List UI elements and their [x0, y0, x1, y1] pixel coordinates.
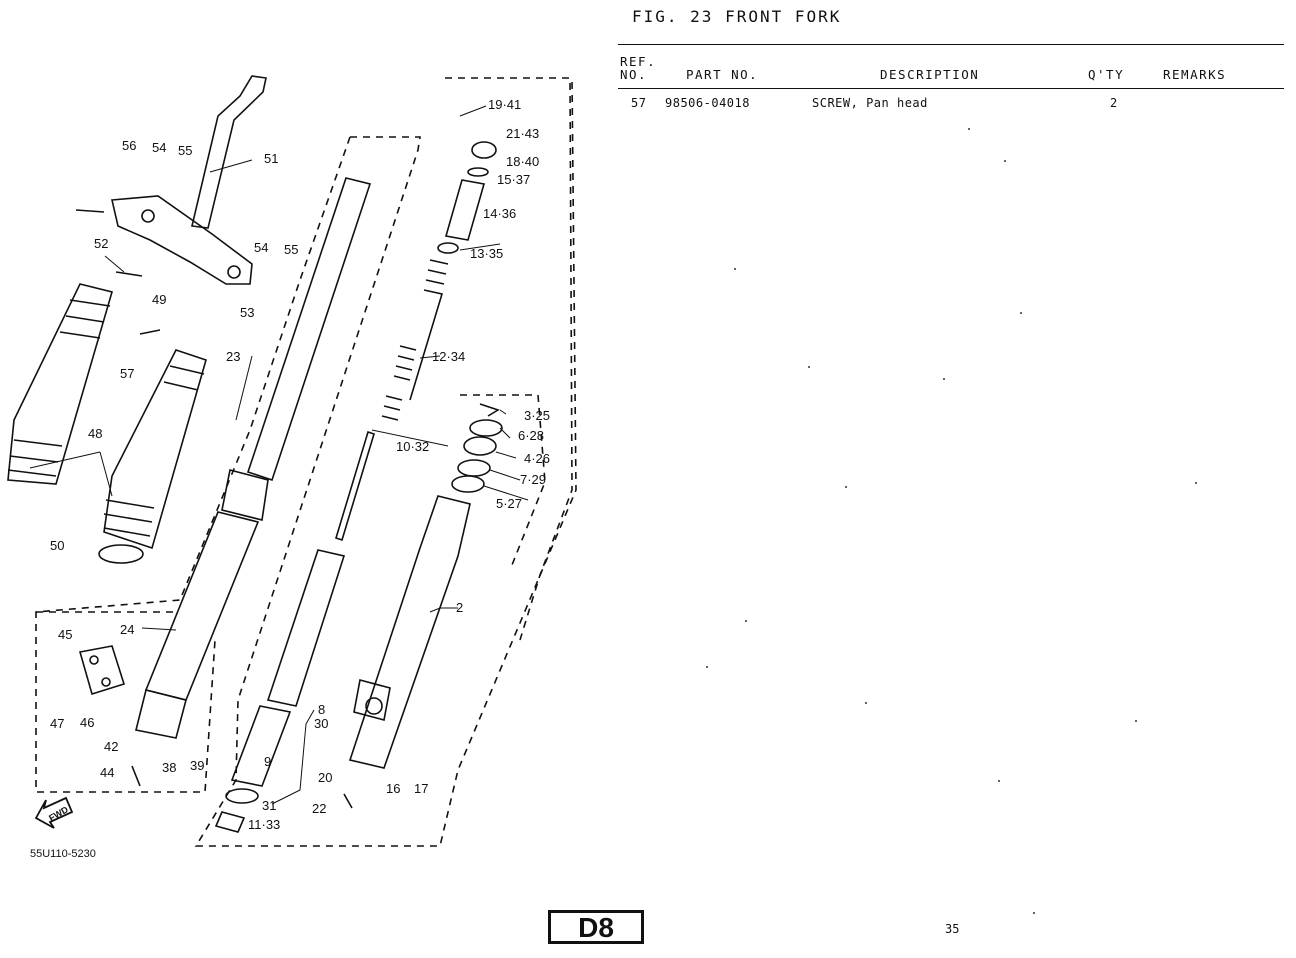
fork-spring-upper — [409, 259, 449, 401]
callout: 44 — [100, 765, 114, 780]
callout: 19·41 — [488, 97, 521, 112]
lower-inner-tube — [266, 549, 346, 707]
callout: 47 — [50, 716, 64, 731]
scan-speck — [734, 268, 736, 270]
callout: 42 — [104, 739, 118, 754]
row-description: SCREW, Pan head — [812, 96, 928, 110]
callout: 24 — [120, 622, 134, 637]
callout: 15·37 — [497, 172, 530, 187]
scan-speck — [1135, 720, 1137, 722]
callout: 46 — [80, 715, 94, 730]
spacer-pipe — [444, 179, 486, 241]
axle-holder — [78, 645, 126, 696]
callout: 55 — [284, 242, 298, 257]
row-qty: 2 — [1110, 96, 1118, 110]
inner-fork-tube — [246, 177, 372, 482]
under-bracket — [111, 195, 253, 285]
callout: 52 — [94, 236, 108, 251]
callout: 6·28 — [518, 428, 544, 443]
scan-speck — [1033, 912, 1035, 914]
table-row: 57 98506-04018 SCREW, Pan head 2 — [0, 96, 1296, 112]
callout-labels: 56 54 55 51 52 54 55 53 49 57 23 48 50 2… — [50, 97, 550, 832]
callout: 31 — [262, 798, 276, 813]
callout: 11·33 — [248, 817, 280, 832]
fork-boot-left — [7, 283, 114, 485]
scan-speck — [968, 128, 970, 130]
table-header-rule — [618, 88, 1284, 89]
table-top-rule — [618, 44, 1284, 45]
callout: 9 — [264, 754, 271, 769]
figure-title: FIG. 23 FRONT FORK — [632, 7, 842, 26]
callout: 54 — [254, 240, 268, 255]
header-qty: Q'TY — [1088, 67, 1125, 82]
callout: 16 — [386, 781, 400, 796]
scan-speck — [943, 378, 945, 380]
fwd-label: FWD — [47, 804, 70, 823]
callout: 2 — [456, 600, 463, 615]
fork-spring-lower — [381, 345, 417, 421]
fork-boot-right — [103, 349, 207, 550]
callout: 7·29 — [520, 472, 546, 487]
scan-speck — [1195, 482, 1197, 484]
section-code-box: D8 — [548, 910, 644, 944]
callout: 22 — [312, 801, 326, 816]
callout: 5·27 — [496, 496, 522, 511]
callout: 8 — [318, 702, 325, 717]
callout: 45 — [58, 627, 72, 642]
callout: 18·40 — [506, 154, 539, 169]
scan-speck — [1004, 160, 1006, 162]
row-part-no: 98506-04018 — [665, 96, 750, 110]
slider-group-outline — [460, 394, 546, 571]
inner-tube-group-outline — [35, 136, 351, 793]
callout: 38 — [162, 760, 176, 775]
callout: 50 — [50, 538, 64, 553]
callout: 21·43 — [506, 126, 539, 141]
header-part-no: PART NO. — [686, 67, 759, 82]
header-remarks: REMARKS — [1163, 67, 1227, 82]
callout: 54 — [152, 140, 166, 155]
outer-tube-group-outline — [194, 77, 577, 847]
header-ref-no: REF. NO. — [620, 55, 656, 81]
damper-group-outline — [445, 77, 573, 641]
scan-speck — [706, 666, 708, 668]
scan-speck — [865, 702, 867, 704]
steering-stem — [191, 75, 267, 229]
damper-rod — [335, 430, 375, 542]
callout: 39 — [190, 758, 204, 773]
callout: 56 — [122, 138, 136, 153]
callout: 53 — [240, 305, 254, 320]
callout: 4·26 — [524, 451, 550, 466]
header-description: DESCRIPTION — [880, 67, 980, 82]
callout: 51 — [264, 151, 278, 166]
callout: 20 — [318, 770, 332, 785]
front-fork-exploded-diagram: 56 54 55 51 52 54 55 53 49 57 23 48 50 2… — [7, 75, 577, 860]
callout: 49 — [152, 292, 166, 307]
callout: 3·25 — [524, 408, 550, 423]
scan-speck — [845, 486, 847, 488]
fwd-arrow-icon — [34, 796, 74, 829]
callout: 57 — [120, 366, 134, 381]
outer-fork-leg — [348, 495, 471, 769]
callout: 48 — [88, 426, 102, 441]
header-ref-line1: REF. — [620, 54, 657, 69]
callout: 55 — [178, 143, 192, 158]
diagram-code: 55U110-5230 — [30, 848, 96, 860]
page-number: 35 — [945, 922, 960, 936]
header-ref-line2: NO. — [620, 67, 648, 82]
callout: 12·34 — [432, 349, 465, 364]
callout: 30 — [314, 716, 328, 731]
callout: 23 — [226, 349, 240, 364]
scan-speck — [808, 366, 810, 368]
callout: 17 — [414, 781, 428, 796]
scan-speck — [745, 620, 747, 622]
scan-speck — [1020, 312, 1022, 314]
callout: 13·35 — [470, 246, 503, 261]
callout: 10·32 — [396, 439, 429, 454]
callout: 14·36 — [483, 206, 516, 221]
row-ref-no: 57 — [631, 96, 647, 110]
scan-speck — [998, 780, 1000, 782]
